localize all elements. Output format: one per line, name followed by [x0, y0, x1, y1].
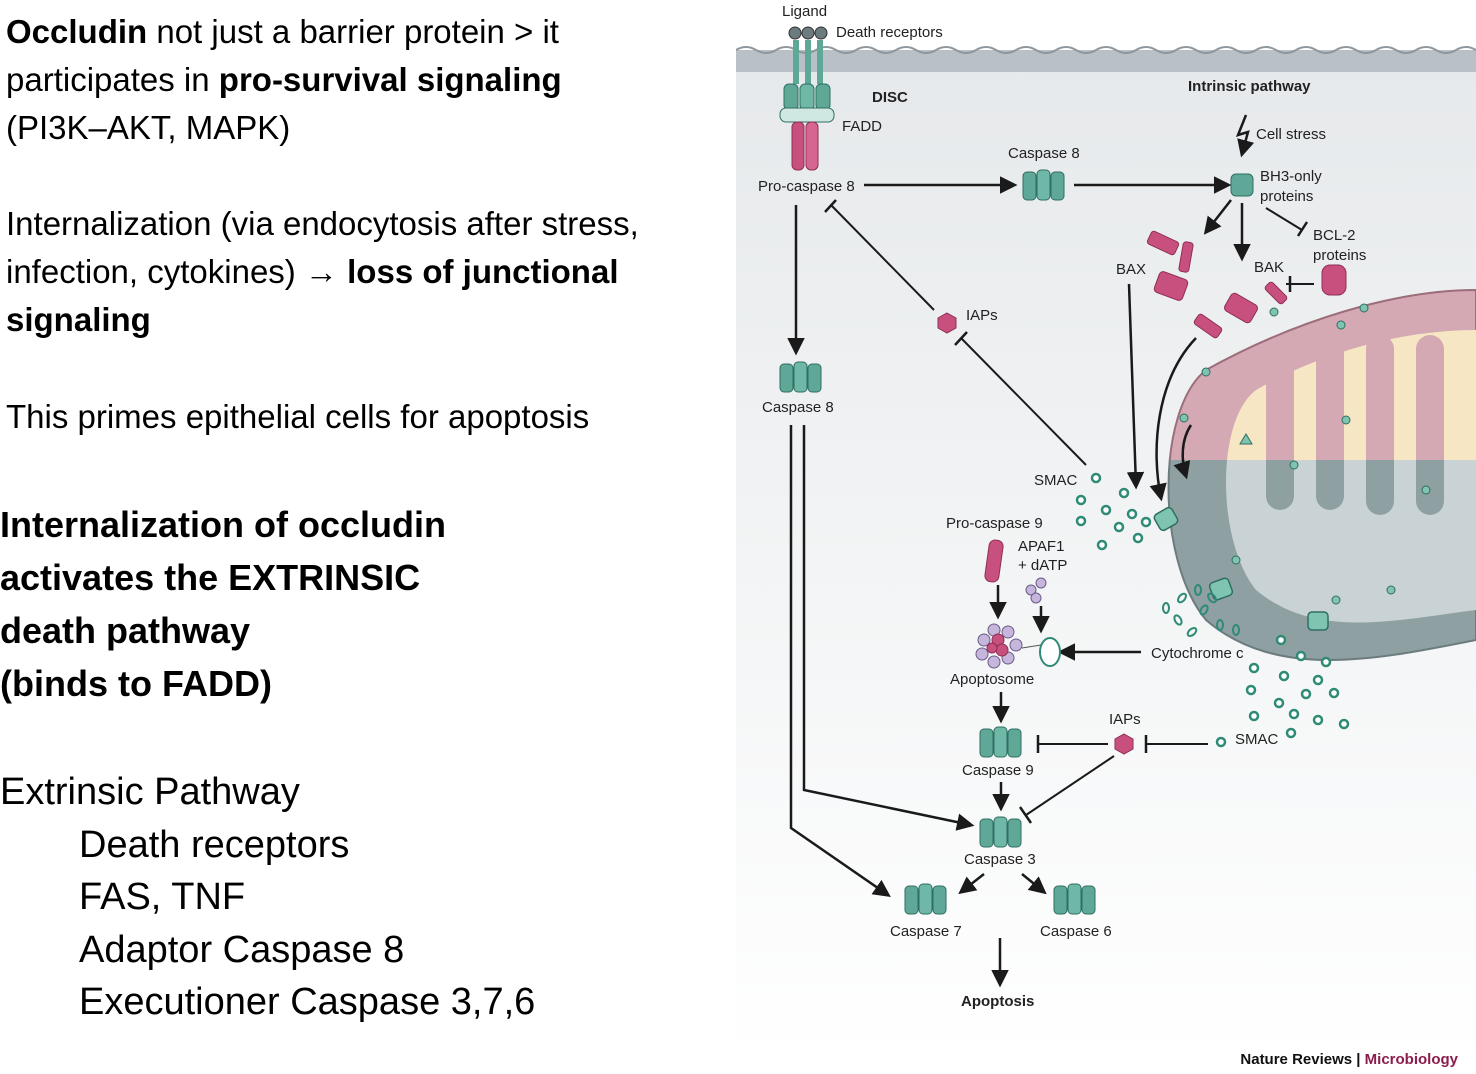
- caspase8-left-label: Caspase 8: [762, 399, 834, 416]
- intrinsic-pathway-label: Intrinsic pathway: [1188, 78, 1311, 95]
- caspase7-label: Caspase 7: [890, 923, 962, 940]
- extrinsic-list: Extrinsic Pathway Death receptors FAS, T…: [0, 766, 535, 1029]
- caspase8-top-label: Caspase 8: [1008, 145, 1080, 162]
- caspase9-label: Caspase 9: [962, 762, 1034, 779]
- procaspase8-label: Pro-caspase 8: [758, 178, 855, 195]
- heading-line-3: death pathway: [0, 610, 251, 651]
- credit-section: Microbiology: [1364, 1051, 1458, 1068]
- cell-membrane: [736, 50, 1476, 72]
- extrinsic-heading: Internalization of occludin activates th…: [0, 498, 446, 710]
- bak-label: BAK: [1254, 259, 1284, 276]
- apoptosis-pathway-figure: Ligand Death receptors DISC FADD Pro-cas…: [736, 0, 1476, 1074]
- bcl2-label-2: proteins: [1313, 247, 1366, 264]
- apaf-label-2: + dATP: [1018, 557, 1067, 574]
- cell-stress-label: Cell stress: [1256, 126, 1326, 143]
- iaps-top-label: IAPs: [966, 307, 998, 324]
- occludin-text-a: not just a barrier protein > it particip…: [6, 13, 559, 98]
- pathway-diagram: Ligand Death receptors DISC FADD Pro-cas…: [736, 3, 1476, 1060]
- cytochrome-label: Cytochrome c: [1151, 645, 1244, 662]
- caspase6-shape: [1053, 883, 1096, 915]
- extrinsic-title: Extrinsic Pathway: [0, 771, 300, 813]
- death-receptor-complex: [779, 26, 835, 171]
- caspase3-label: Caspase 3: [964, 851, 1036, 868]
- caspase8-top-shape: [1022, 169, 1065, 201]
- bcl2-label-1: BCL-2: [1313, 227, 1356, 244]
- procaspase9-label: Pro-caspase 9: [946, 515, 1043, 532]
- caspase3-shape: [979, 816, 1022, 848]
- caspase7-shape: [904, 883, 947, 915]
- extrinsic-item: Death receptors: [79, 823, 350, 866]
- apoptosome-shape: [975, 623, 1061, 669]
- smac-top-label: SMAC: [1034, 472, 1078, 489]
- ligand-label: Ligand: [782, 3, 827, 20]
- smac-bottom-label: SMAC: [1235, 731, 1279, 748]
- figure-credit: Nature Reviews | Microbiology: [1240, 1051, 1458, 1068]
- procaspase9-shape: [984, 539, 1004, 583]
- primes-paragraph: This primes epithelial cells for apoptos…: [6, 398, 590, 435]
- extrinsic-item: Adaptor Caspase 8: [79, 928, 405, 971]
- heading-line-4: (binds to FADD): [0, 663, 272, 704]
- mitochondrion: [1153, 288, 1476, 661]
- bh3-label-1: BH3-only: [1260, 168, 1322, 185]
- loss-signaling-term: loss of junctional signaling: [6, 253, 619, 338]
- occludin-paragraph: Occludin not just a barrier protein > it…: [6, 8, 656, 152]
- caspase9-shape: [979, 726, 1022, 758]
- heading-line-1: Internalization of occludin: [0, 504, 447, 545]
- bh3-label-2: proteins: [1260, 188, 1313, 205]
- caspase8-left-shape: [779, 361, 822, 393]
- internalization-paragraph: Internalization (via endocytosis after s…: [6, 200, 666, 344]
- lightning-icon: [1235, 114, 1255, 158]
- extrinsic-item: Executioner Caspase 3,7,6: [79, 981, 536, 1023]
- bh3-protein-shape: [1230, 173, 1254, 197]
- iaps-top-shape: [937, 312, 957, 334]
- occludin-term: Occludin: [6, 13, 148, 50]
- bax-label: BAX: [1116, 261, 1146, 278]
- disc-label: DISC: [872, 89, 908, 106]
- credit-separator: |: [1352, 1051, 1365, 1068]
- iaps-bottom-label: IAPs: [1109, 711, 1141, 728]
- occludin-text-b: (PI3K–AKT, MAPK): [6, 109, 291, 146]
- extrinsic-item: FAS, TNF: [79, 876, 246, 918]
- fadd-label: FADD: [842, 118, 882, 135]
- apaf-label-1: APAF1: [1018, 538, 1064, 555]
- caspase6-label: Caspase 6: [1040, 923, 1112, 940]
- pro-survival-term: pro-survival signaling: [218, 61, 562, 98]
- credit-journal: Nature Reviews: [1240, 1051, 1353, 1068]
- apoptosome-label: Apoptosome: [950, 671, 1034, 688]
- apoptosis-label: Apoptosis: [961, 993, 1034, 1010]
- iaps-bottom-shape: [1114, 733, 1134, 755]
- heading-line-2: activates the EXTRINSIC: [0, 557, 421, 598]
- internalization-text: Internalization (via endocytosis after s…: [6, 205, 639, 290]
- death-receptors-label: Death receptors: [836, 24, 943, 41]
